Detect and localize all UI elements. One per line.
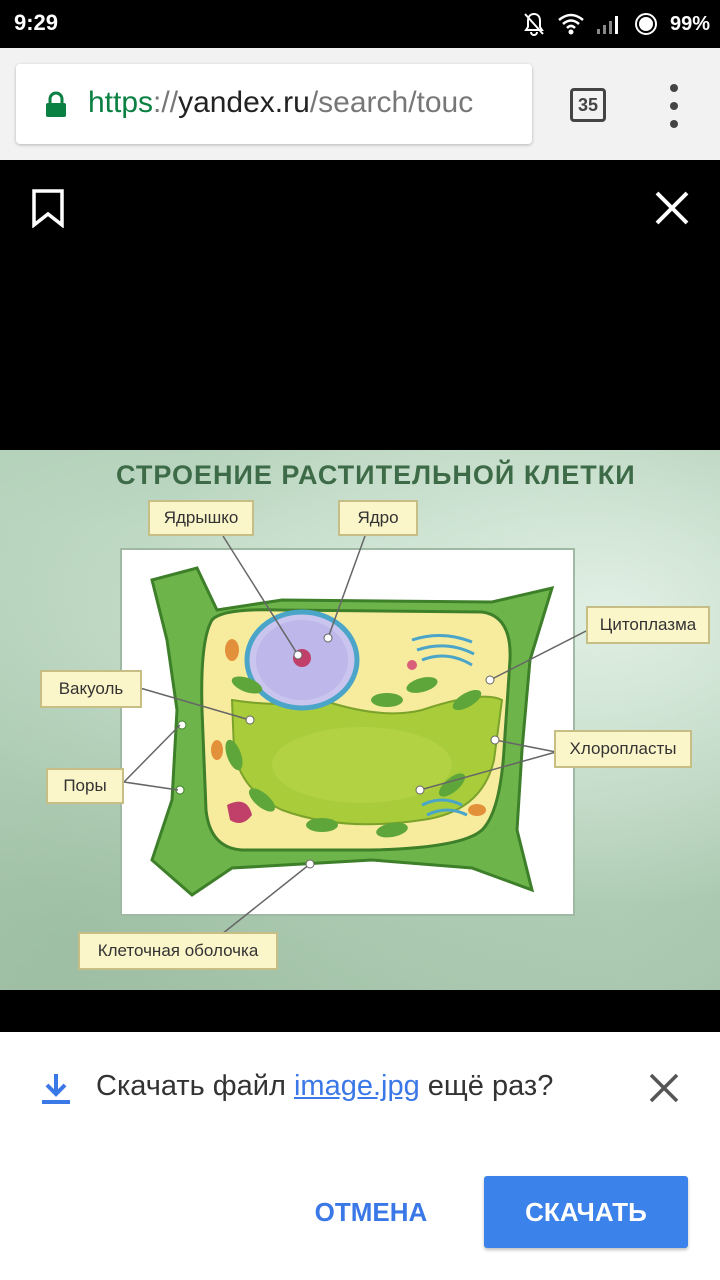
label-cytoplasm: Цитоплазма bbox=[586, 606, 710, 644]
url-scheme: https bbox=[88, 86, 154, 119]
close-viewer-icon[interactable] bbox=[652, 188, 692, 228]
label-pores: Поры bbox=[46, 768, 124, 804]
label-nucleolus: Ядрышко bbox=[148, 500, 254, 536]
figure-title: СТРОЕНИЕ РАСТИТЕЛЬНОЙ КЛЕТКИ bbox=[116, 460, 636, 490]
wifi-icon bbox=[558, 13, 584, 35]
download-prefix: Скачать файл bbox=[96, 1070, 294, 1102]
label-leader-lines bbox=[123, 535, 589, 935]
download-message: Скачать файл image.jpg ещё раз? bbox=[96, 1070, 553, 1103]
label-nucleus: Ядро bbox=[338, 500, 418, 536]
plant-cell-illustration bbox=[150, 566, 555, 897]
cancel-button[interactable]: ОТМЕНА bbox=[296, 1182, 446, 1242]
status-time: 9:29 bbox=[14, 10, 59, 35]
label-vacuole: Вакуоль bbox=[40, 670, 142, 708]
tab-switcher-button[interactable]: 35 bbox=[570, 88, 606, 122]
download-button[interactable]: СКАЧАТЬ bbox=[484, 1176, 688, 1248]
download-prompt: Скачать файл image.jpg ещё раз? ОТМЕНА С… bbox=[0, 1032, 720, 1280]
url-separator: :// bbox=[153, 86, 179, 119]
url-path: /search/touc bbox=[309, 86, 474, 119]
browser-toolbar: https://yandex.ru/search/touc 35 bbox=[0, 48, 720, 160]
url-host: yandex.ru bbox=[178, 86, 310, 119]
diagram-panel bbox=[120, 548, 575, 916]
download-filename-link[interactable]: image.jpg bbox=[293, 1070, 420, 1102]
download-suffix: ещё раз? bbox=[419, 1070, 554, 1102]
overflow-menu-icon[interactable] bbox=[664, 84, 684, 128]
battery-level: 99% bbox=[669, 12, 710, 35]
notifications-off-icon bbox=[524, 12, 544, 36]
url-text[interactable]: https://yandex.ru/search/touc bbox=[88, 86, 524, 120]
lock-icon bbox=[46, 91, 66, 117]
battery-icon bbox=[634, 13, 657, 35]
plant-cell-image[interactable]: СТРОЕНИЕ РАСТИТЕЛЬНОЙ КЛЕТКИ bbox=[0, 450, 720, 990]
status-bar: 9:29 99% bbox=[0, 0, 720, 48]
signal-icon bbox=[596, 16, 618, 34]
bookmark-icon[interactable] bbox=[30, 188, 66, 228]
label-chloroplasts: Хлоропласты bbox=[554, 730, 692, 768]
label-cell-wall: Клеточная оболочка bbox=[78, 932, 278, 970]
url-bar[interactable]: https://yandex.ru/search/touc bbox=[16, 64, 532, 144]
status-icons: 99% bbox=[522, 10, 710, 38]
download-icon bbox=[42, 1074, 70, 1104]
close-icon[interactable] bbox=[648, 1072, 680, 1104]
image-viewer: СТРОЕНИЕ РАСТИТЕЛЬНОЙ КЛЕТКИ bbox=[0, 160, 720, 1032]
